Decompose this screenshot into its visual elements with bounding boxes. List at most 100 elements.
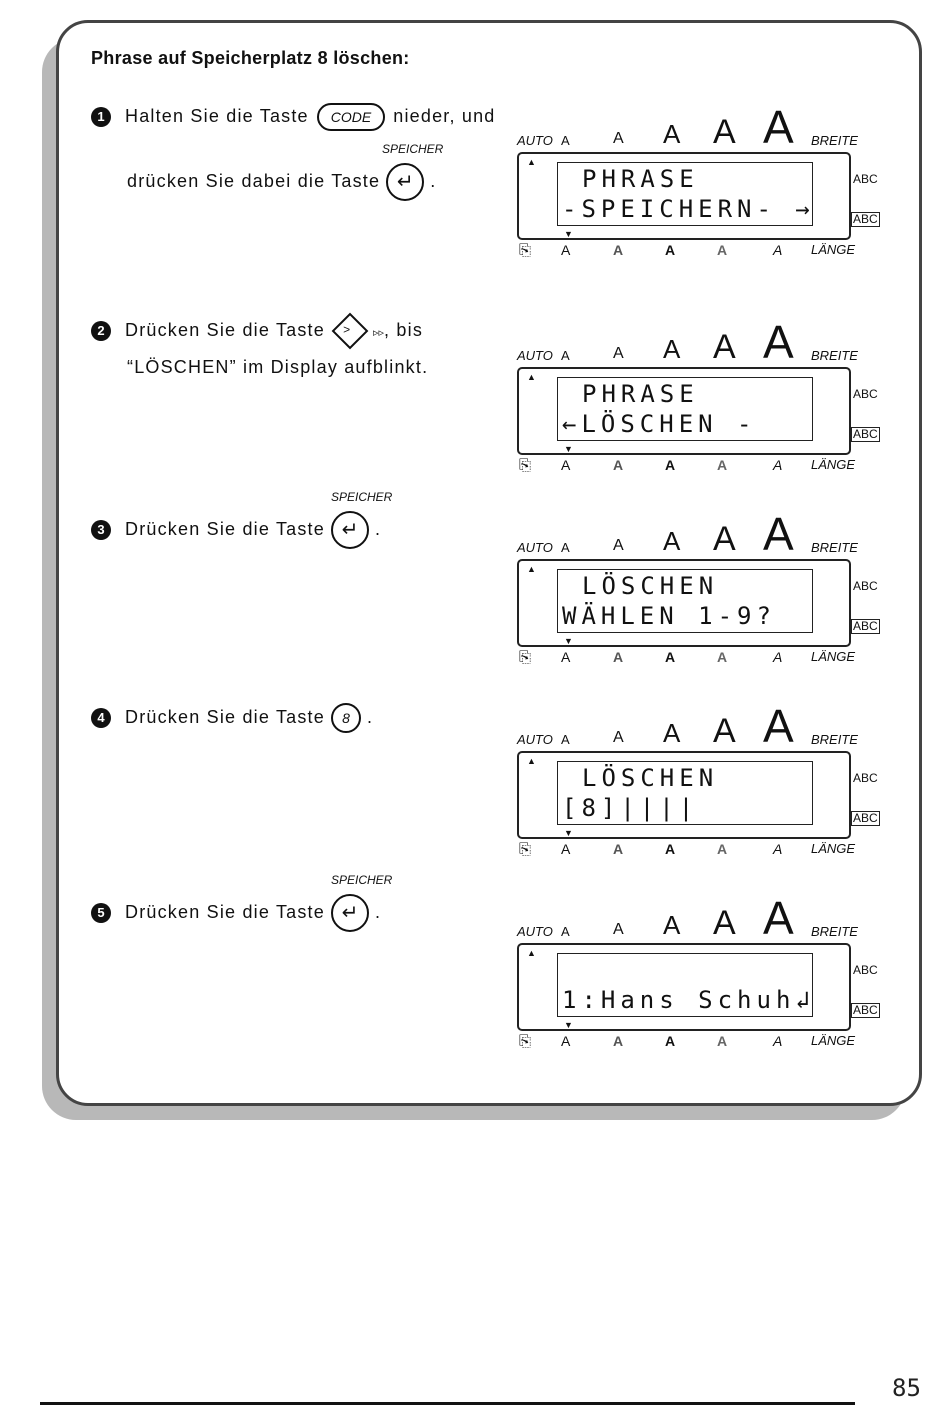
size-a-3: A xyxy=(663,910,681,940)
arrow-down-icon: ▼ xyxy=(564,229,573,239)
tape-icon: ⎘ xyxy=(519,457,532,474)
abc-indicator: ABC xyxy=(853,963,878,977)
fast-forward-icon: ▹▹ xyxy=(372,326,385,339)
lcd-screen: LÖSCHEN[8]|||| xyxy=(557,761,813,825)
size-a-5: A xyxy=(763,101,794,153)
style-a-5: A xyxy=(773,841,783,857)
style-a-3: A xyxy=(665,242,676,258)
arrow-up-icon: ▲ xyxy=(527,157,536,167)
style-a-4: A xyxy=(717,457,728,473)
size-a-2: A xyxy=(613,537,624,554)
size-a-3: A xyxy=(663,334,681,364)
lcd-line-1: PHRASE xyxy=(582,165,699,193)
abc-indicator: ABC xyxy=(853,771,878,785)
lcd-line-2: -SPEICHERN- → xyxy=(562,195,815,223)
step-number: 3 xyxy=(91,520,111,540)
eight-key-icon: 8 xyxy=(330,703,361,733)
arrow-up-icon: ▲ xyxy=(527,564,536,574)
style-a-2: A xyxy=(613,242,624,258)
style-a-1: A xyxy=(561,242,571,258)
arrow-down-icon: ▼ xyxy=(564,828,573,838)
step-number: 4 xyxy=(91,708,111,728)
style-a-1: A xyxy=(561,457,571,473)
abc-indicator: ABC xyxy=(853,579,878,593)
style-a-2: A xyxy=(613,457,624,473)
style-a-5: A xyxy=(773,242,783,258)
page-number: 85 xyxy=(892,1374,921,1402)
lcd-line-1: PHRASE xyxy=(582,380,699,408)
size-a-1: A xyxy=(561,540,570,555)
step-text: , bis xyxy=(384,319,424,340)
breite-label: BREITE xyxy=(811,732,858,747)
style-a-3: A xyxy=(665,1033,676,1049)
lcd-line-2: [8]|||| xyxy=(562,794,699,822)
style-a-1: A xyxy=(561,649,571,665)
style-a-3: A xyxy=(665,457,676,473)
abc-boxed-indicator: ABC xyxy=(851,1003,880,1018)
tape-icon: ⎘ xyxy=(519,1033,532,1050)
auto-label: AUTO xyxy=(517,924,553,939)
style-a-4: A xyxy=(717,242,728,258)
speicher-key-label: SPEICHER xyxy=(331,490,393,504)
arrow-down-icon: ▼ xyxy=(564,1020,573,1030)
style-a-5: A xyxy=(773,649,783,665)
style-a-2: A xyxy=(613,1033,624,1049)
footer-rule xyxy=(40,1402,855,1405)
style-a-3: A xyxy=(665,649,676,665)
size-a-2: A xyxy=(613,130,624,147)
size-a-3: A xyxy=(663,718,681,748)
size-a-5: A xyxy=(763,508,794,560)
step-text: nieder, und xyxy=(393,105,496,126)
breite-label: BREITE xyxy=(811,348,858,363)
lcd-screen: PHRASE←LÖSCHEN - xyxy=(557,377,813,441)
lange-label: LÄNGE xyxy=(811,242,856,257)
step-text: Drücken Sie die Taste xyxy=(125,518,325,539)
lcd-line-2: 1:Hans Schuh↲ xyxy=(562,986,815,1014)
abc-boxed-indicator: ABC xyxy=(851,811,880,826)
cursor-right-key-icon: > xyxy=(331,312,369,350)
step-2-line-2: “LÖSCHEN” im Display aufblinkt. xyxy=(127,357,429,377)
auto-label: AUTO xyxy=(517,540,553,555)
lcd-screen: PHRASE-SPEICHERN- → xyxy=(557,162,813,226)
step-text: Drücken Sie die Taste xyxy=(125,319,325,340)
section-heading: Phrase auf Speicherplatz 8 löschen: xyxy=(91,48,410,68)
breite-label: BREITE xyxy=(811,133,858,148)
size-a-4: A xyxy=(713,712,736,750)
size-a-2: A xyxy=(613,921,624,938)
size-a-1: A xyxy=(561,732,570,747)
lange-label: LÄNGE xyxy=(811,1033,856,1048)
style-a-5: A xyxy=(773,457,783,473)
size-a-1: A xyxy=(561,133,570,148)
step-number: 2 xyxy=(91,321,111,341)
abc-boxed-indicator: ABC xyxy=(851,427,880,442)
size-a-1: A xyxy=(561,348,570,363)
step-number: 1 xyxy=(91,107,111,127)
lcd-screen: 1:Hans Schuh↲ xyxy=(557,953,813,1017)
lcd-line-1: LÖSCHEN xyxy=(582,572,719,600)
speicher-key-label: SPEICHER xyxy=(382,142,444,156)
abc-boxed-indicator: ABC xyxy=(851,619,880,634)
breite-label: BREITE xyxy=(811,540,858,555)
size-a-4: A xyxy=(713,328,736,366)
style-a-4: A xyxy=(717,649,728,665)
style-a-1: A xyxy=(561,841,571,857)
lcd-line-1: LÖSCHEN xyxy=(582,764,719,792)
style-a-5: A xyxy=(773,1033,783,1049)
lcd-frame: ▲ PHRASE-SPEICHERN- → ▼ xyxy=(517,152,851,240)
code-key-icon: CODE xyxy=(316,103,386,131)
style-a-2: A xyxy=(613,649,624,665)
size-a-2: A xyxy=(613,345,624,362)
